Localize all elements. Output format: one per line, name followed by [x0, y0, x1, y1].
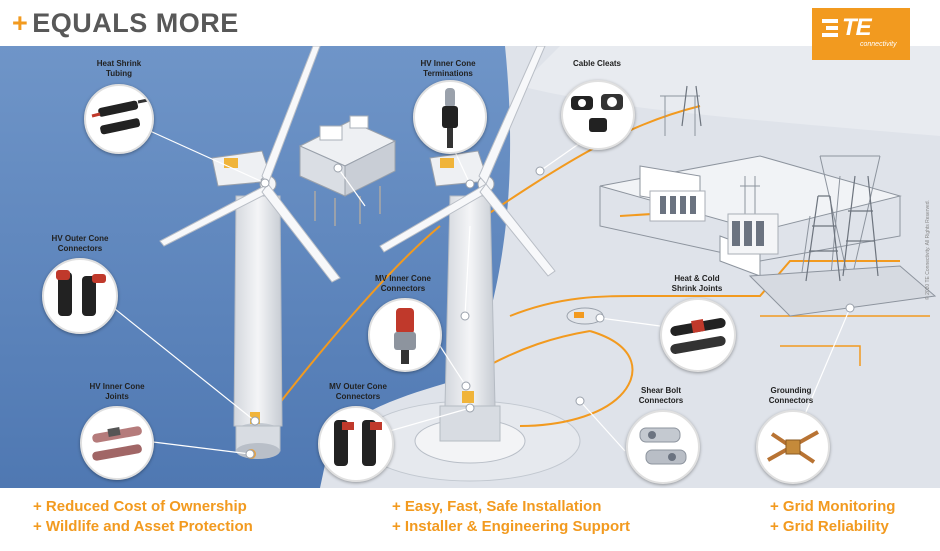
leader-dots — [245, 163, 855, 459]
shear-bolt-connector-icon — [626, 410, 700, 484]
hv-inner-cone-termination-icon — [413, 80, 487, 154]
title-plus: + — [12, 8, 29, 38]
label-cable-cleats: Cable Cleats — [572, 59, 622, 68]
shrink-joint-icon — [660, 298, 736, 372]
transmission-towers — [681, 85, 879, 282]
cable-junction — [566, 307, 604, 325]
copyright-notice: © 2020 TE Connectivity. All Rights Reser… — [925, 200, 931, 300]
switchgear — [649, 190, 779, 255]
benefit-item: + Grid Monitoring — [770, 498, 896, 515]
offshore-substation-platform — [298, 115, 397, 226]
te-connectivity-logo: TE connectivity — [812, 8, 910, 60]
label-mv-inner-cone-connectors: MV Inner Cone Connectors — [374, 274, 431, 293]
benefit-item: + Installer & Engineering Support — [392, 518, 630, 535]
label-hv-inner-cone-joints: HV Inner Cone Joints — [89, 382, 145, 401]
logo-brand: TE — [842, 14, 872, 41]
wind-turbine-right — [379, 45, 556, 442]
label-hv-inner-cone-terminations: HV Inner Cone Terminations — [420, 59, 476, 78]
heat-shrink-tubing-icon — [84, 84, 154, 154]
mv-inner-cone-connector-icon — [368, 298, 442, 372]
cable-cleat-icon — [561, 80, 635, 150]
benefit-item: + Wildlife and Asset Protection — [33, 518, 253, 535]
label-mv-outer-cone-connectors: MV Outer Cone Connectors — [329, 382, 387, 401]
benefit-item: + Easy, Fast, Safe Installation — [392, 498, 602, 515]
benefit-item: + Grid Reliability — [770, 518, 889, 535]
wind-turbine-left — [159, 45, 341, 459]
benefits-footer: + Reduced Cost of Ownership + Wildlife a… — [0, 488, 940, 551]
substation — [599, 95, 937, 317]
hv-inner-cone-joint-icon — [80, 406, 154, 480]
label-heat-cold-shrink-joints: Heat & Cold Shrink Joints — [671, 274, 723, 293]
hv-outer-cone-connector-icon — [42, 258, 118, 334]
scene: Heat Shrink Tubing HV Inner Cone Termina… — [0, 45, 940, 488]
label-grounding-connectors: Grounding Connectors — [768, 386, 814, 405]
benefit-item: + Reduced Cost of Ownership — [33, 498, 247, 515]
logo-sub: connectivity — [860, 41, 897, 48]
label-heat-shrink-tubing: Heat Shrink Tubing — [96, 59, 142, 78]
label-shear-bolt-connectors: Shear Bolt Connectors — [638, 386, 684, 405]
title-text: EQUALS MORE — [32, 8, 239, 38]
mv-outer-cone-connector-icon — [318, 406, 394, 482]
logo-bars-icon — [822, 17, 840, 37]
label-hv-outer-cone-connectors: HV Outer Cone Connectors — [51, 234, 109, 253]
page-title: +EQUALS MORE — [12, 8, 239, 39]
header: +EQUALS MORE — [0, 0, 940, 46]
leader-lines — [104, 130, 851, 455]
grounding-connector-icon — [756, 410, 830, 484]
